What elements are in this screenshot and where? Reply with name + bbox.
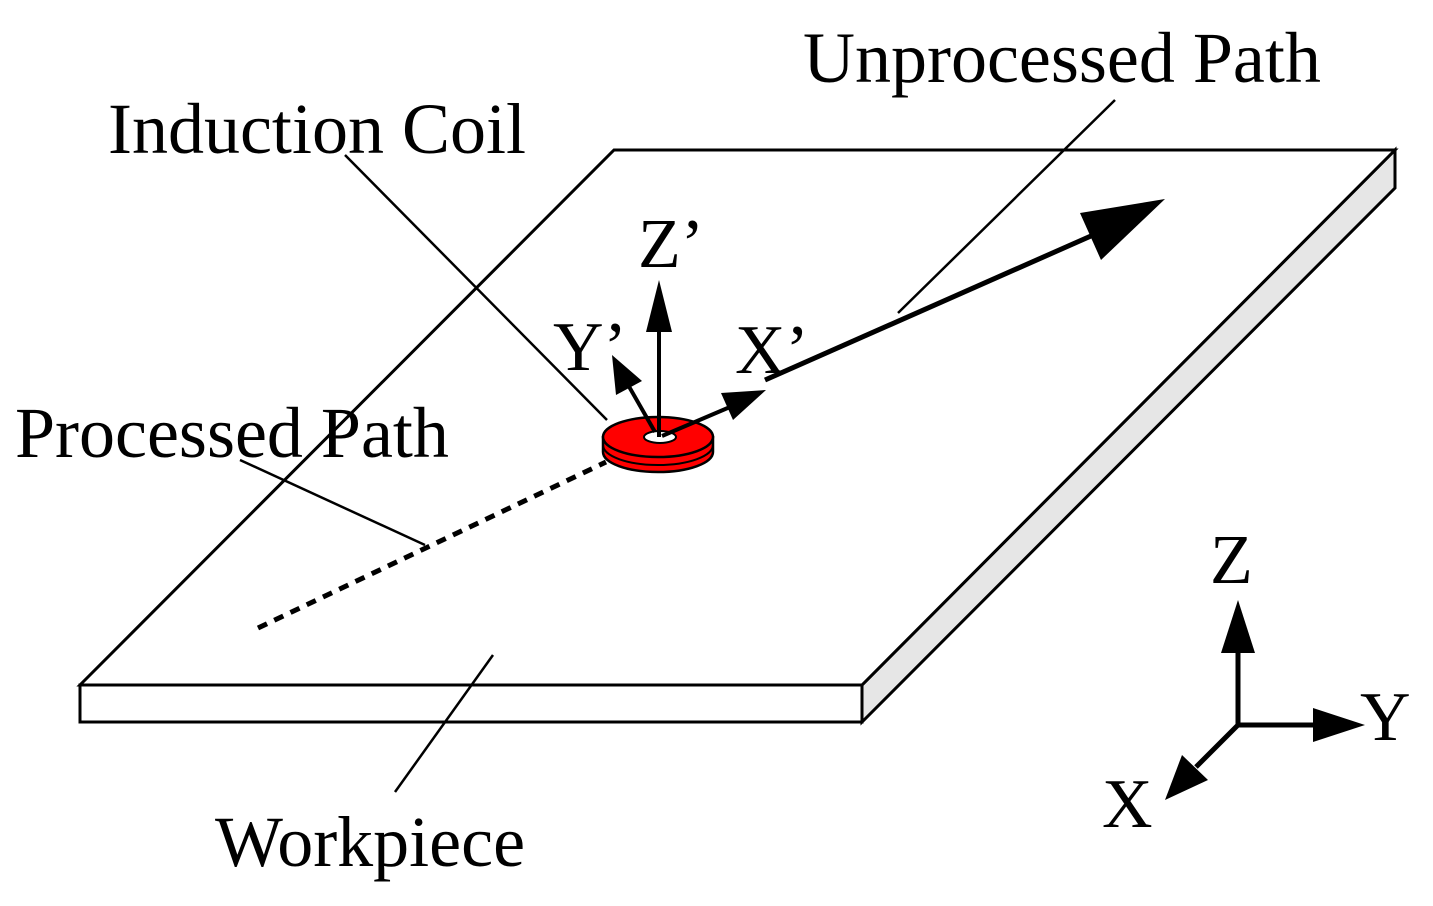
induction-coil-leader (344, 154, 608, 421)
global-z-axis-label: Z (1210, 522, 1253, 599)
workpiece-plate (76, 146, 1399, 726)
local-x-arrowhead (721, 390, 766, 420)
local-x-axis-label: X’ (735, 312, 809, 389)
workpiece-label: Workpiece (215, 802, 525, 882)
local-y-axis (625, 382, 657, 433)
global-y-arrowhead (1313, 708, 1365, 742)
workpiece-leader (393, 654, 495, 793)
unprocessed-path-leader (897, 99, 1116, 314)
plate-top-face (76, 148, 1399, 687)
global-z-arrowhead (1221, 600, 1255, 653)
processed-path-label: Processed Path (15, 393, 449, 473)
global-y-axis-label: Y (1360, 679, 1411, 756)
local-y-axis-label: Y’ (553, 309, 627, 386)
coil-lower-edge (602, 444, 714, 466)
plate-front-side (78, 683, 864, 724)
local-z-axis-label: Z’ (638, 206, 704, 283)
local-y-arrowhead (612, 355, 642, 395)
global-x-axis (1194, 723, 1240, 769)
unprocessed-path-line (763, 229, 1102, 383)
processed-path-leader (239, 458, 426, 547)
global-x-arrowhead (1165, 755, 1208, 800)
global-x-axis-label: X (1102, 766, 1153, 843)
global-axes (1165, 600, 1365, 800)
unprocessed-path-arrowhead (1080, 199, 1165, 260)
unprocessed-path-label: Unprocessed Path (803, 18, 1321, 98)
local-axes (612, 280, 766, 438)
local-x-axis (661, 405, 731, 438)
induction-coil-label: Induction Coil (108, 89, 526, 169)
local-z-arrowhead (646, 280, 672, 332)
